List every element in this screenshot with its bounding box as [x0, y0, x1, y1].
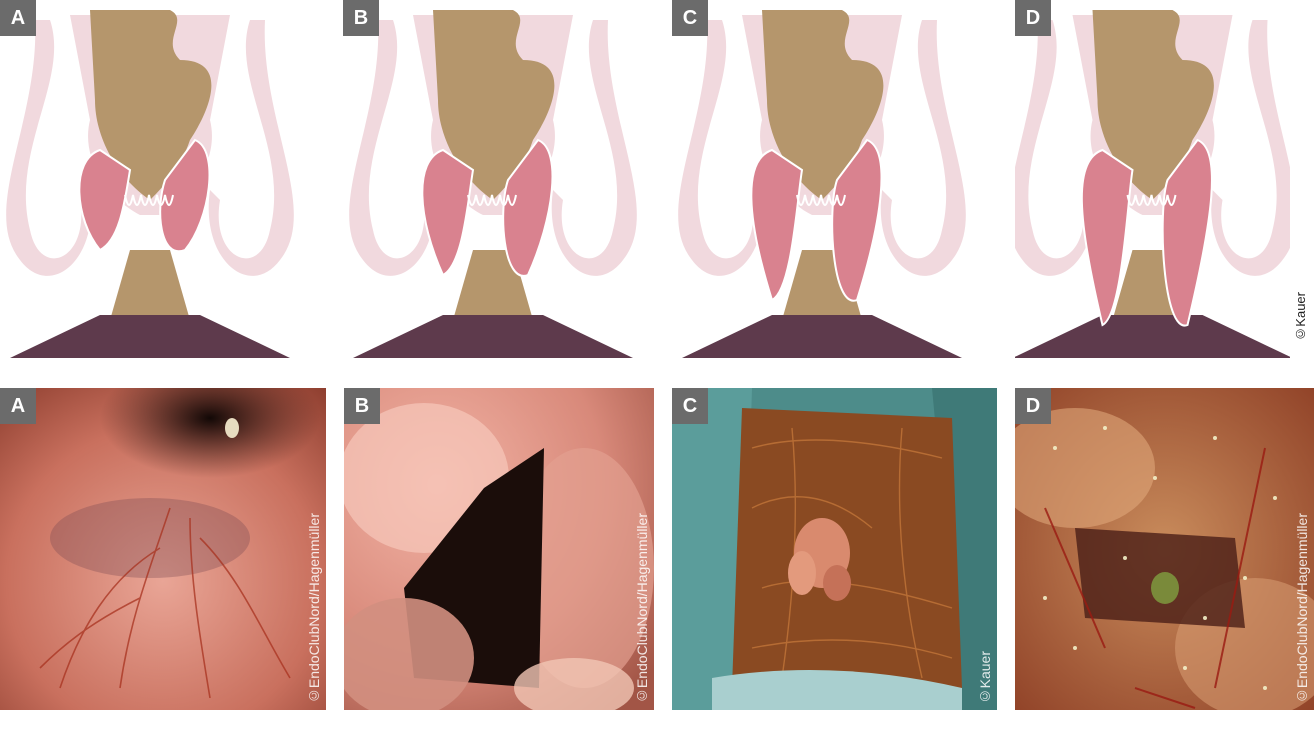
photo-panel-d: D ©EndoClubNord/Hagenmüller	[1015, 388, 1314, 710]
hemorrhoid-left	[422, 150, 473, 275]
photo-credit: ©EndoClubNord/Hagenmüller	[634, 513, 650, 704]
perianal-skin	[682, 315, 962, 358]
diagram-panel-b: B	[343, 0, 643, 360]
perianal-skin	[10, 315, 290, 358]
perianal-skin	[1015, 315, 1290, 358]
endoscopy-photo	[0, 388, 326, 710]
perianal-skin	[353, 315, 633, 358]
photo-credit: ©Kauer	[977, 651, 993, 704]
diagram-panel-d: D	[1015, 0, 1290, 360]
photo-panel-b: B ©EndoClubNord/Hagenmüller	[344, 388, 654, 710]
panel-label: C	[672, 388, 708, 424]
panel-label: D	[1015, 0, 1051, 36]
anal-canal-diagram	[672, 0, 972, 360]
photo-credit: ©EndoClubNord/Hagenmüller	[306, 513, 322, 704]
panel-label: A	[0, 388, 36, 424]
anal-canal-diagram	[1015, 0, 1290, 360]
anal-canal-diagram	[343, 0, 643, 360]
panel-label: B	[343, 0, 379, 36]
diagram-credit: ©Kauer	[1293, 292, 1308, 342]
panel-label: B	[344, 388, 380, 424]
diagram-panel-c: C	[672, 0, 972, 360]
anal-canal-diagram	[0, 0, 300, 360]
perianal-photo	[672, 388, 997, 710]
endoscopy-photo	[344, 388, 654, 710]
photo-panel-c: C ©Kauer	[672, 388, 997, 710]
panel-label: C	[672, 0, 708, 36]
photo-panel-a: A ©EndoClubNord/Hagenmüller	[0, 388, 326, 710]
photo-credit: ©EndoClubNord/Hagenmüller	[1294, 513, 1310, 704]
diagram-panel-a: A	[0, 0, 300, 360]
endoscopy-photo	[1015, 388, 1314, 710]
panel-label: D	[1015, 388, 1051, 424]
panel-label: A	[0, 0, 36, 36]
anal-canal	[110, 250, 190, 320]
